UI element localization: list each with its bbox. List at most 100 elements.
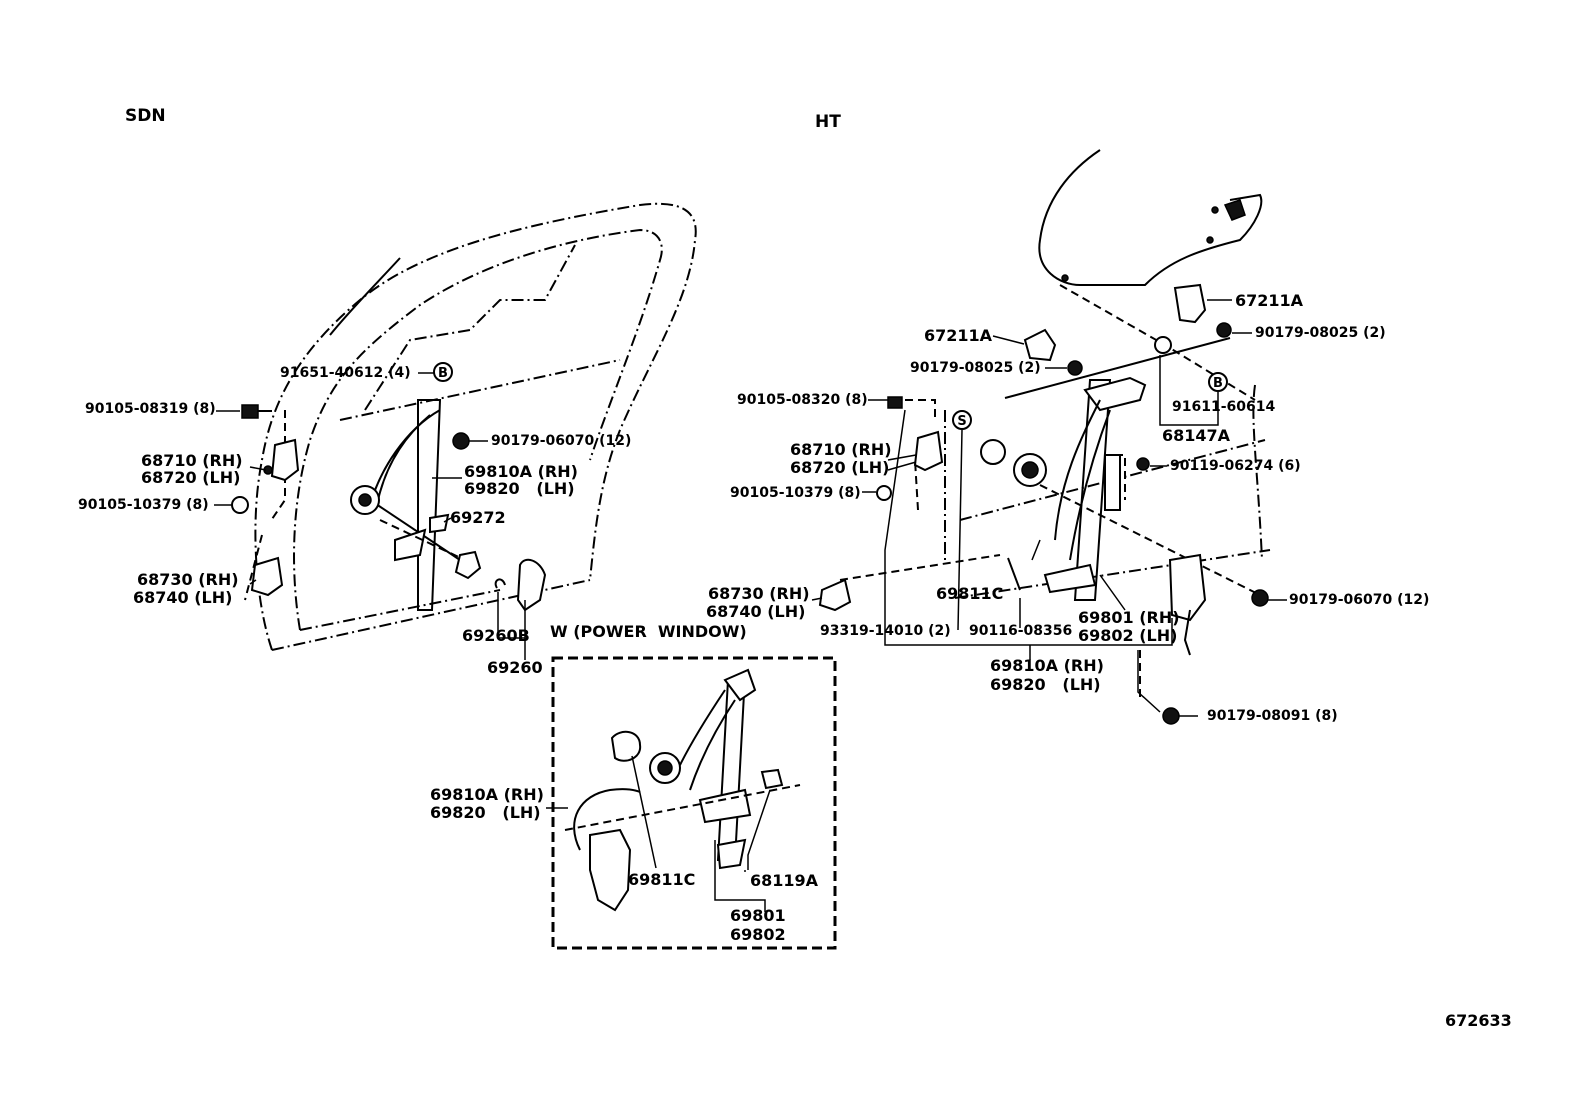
label-ht-69820: 69820 (LH) bbox=[990, 675, 1101, 694]
label-90179-08025-right: 90179-08025 (2) bbox=[1255, 325, 1386, 341]
label-69272: 69272 bbox=[450, 508, 506, 527]
pw-leaders bbox=[546, 755, 771, 912]
sdn-bolt-top bbox=[241, 404, 259, 419]
label-90116-08356: 90116-08356 bbox=[969, 623, 1073, 639]
sdn-clip-69260b bbox=[494, 578, 506, 589]
sdn-door-group: B bbox=[214, 202, 697, 660]
sdn-lower-hinge bbox=[250, 556, 284, 597]
label-90179-08091: 90179-08091 (8) bbox=[1207, 708, 1338, 724]
sdn-marker-b-text: B bbox=[438, 366, 448, 381]
label-90179-06070: 90179-06070 (12) bbox=[491, 433, 632, 449]
sdn-window-pane bbox=[364, 244, 576, 411]
ht-regulator-gear-hub bbox=[1021, 461, 1039, 479]
ht-door-line-upper bbox=[1004, 337, 1231, 399]
pw-bolt-68119a bbox=[760, 768, 784, 790]
label-93319-14010: 93319-14010 (2) bbox=[820, 623, 951, 639]
sdn-dashed-link bbox=[379, 519, 466, 561]
ht-dash-lower bbox=[839, 554, 1001, 581]
ht-marker-s bbox=[952, 410, 972, 430]
label-ht-68710: 68710 (RH) bbox=[790, 440, 892, 459]
sdn-hinge-dash bbox=[244, 410, 286, 601]
ht-marker-s-text: S bbox=[957, 414, 966, 429]
label-pw-68119a: 68119A bbox=[750, 871, 819, 890]
label-69820: 69820 (LH) bbox=[464, 479, 575, 498]
ht-marker-b bbox=[1208, 372, 1228, 392]
ht-marker-b-text: B bbox=[1213, 376, 1223, 391]
pw-motor bbox=[589, 828, 632, 912]
ht-bolt-90105-top bbox=[887, 396, 903, 409]
ht-glass-top bbox=[1038, 149, 1263, 286]
label-ht-69811c: 69811C bbox=[936, 584, 1004, 603]
ht-glass-hole-1 bbox=[1211, 206, 1219, 214]
label-69810a: 69810A (RH) bbox=[464, 462, 578, 481]
label-68740: 68740 (LH) bbox=[133, 588, 233, 607]
ht-nut-90179-left bbox=[1067, 360, 1083, 376]
label-ht-69802: 69802 (LH) bbox=[1078, 626, 1178, 645]
label-90179-08025-left: 90179-08025 (2) bbox=[910, 360, 1041, 376]
ht-door-line-lower bbox=[954, 549, 1271, 599]
sdn-regulator-arm bbox=[369, 409, 441, 506]
label-69260b: 69260B bbox=[462, 626, 530, 645]
ht-67211a-left bbox=[1023, 328, 1057, 362]
pw-cover-69811c bbox=[610, 730, 642, 762]
label-ht-90105-10379: 90105-10379 (8) bbox=[730, 485, 861, 501]
ht-upper-hinge bbox=[913, 430, 944, 472]
section-label-power-window: W (POWER WINDOW) bbox=[550, 622, 747, 641]
label-90105-10379: 90105-10379 (8) bbox=[78, 497, 209, 513]
label-90119-06274: 90119-06274 (6) bbox=[1170, 458, 1301, 474]
diagram-id: 672633 bbox=[1445, 1011, 1512, 1030]
label-90105-08319: 90105-08319 (8) bbox=[85, 401, 216, 417]
ht-motor bbox=[1168, 553, 1207, 622]
power-window-group bbox=[546, 656, 837, 950]
ht-glass-clip bbox=[1223, 199, 1246, 221]
ht-bolt-90105-bottom bbox=[876, 485, 892, 501]
sdn-regulator-rail bbox=[417, 399, 442, 611]
ht-clip-68147a bbox=[1154, 336, 1172, 354]
label-pw-69810a: 69810A (RH) bbox=[430, 785, 544, 804]
label-67211a-right: 67211A bbox=[1235, 291, 1304, 310]
label-ht-69810a: 69810A (RH) bbox=[990, 656, 1104, 675]
sdn-upper-hinge bbox=[270, 438, 300, 482]
label-67211a-left: 67211A bbox=[924, 326, 993, 345]
label-68730: 68730 (RH) bbox=[137, 570, 239, 589]
label-ht-68720: 68720 (LH) bbox=[790, 458, 890, 477]
sdn-marker-b bbox=[433, 362, 453, 382]
label-ht-68730: 68730 (RH) bbox=[708, 584, 810, 603]
ht-glass-hole-3 bbox=[1061, 274, 1069, 282]
label-ht-69801: 69801 (RH) bbox=[1078, 608, 1180, 627]
sdn-regulator-clip bbox=[429, 513, 450, 534]
label-pw-69801: 69801 bbox=[730, 906, 786, 925]
label-68710: 68710 (RH) bbox=[141, 451, 243, 470]
sdn-window-line bbox=[339, 359, 621, 421]
pw-motor-cable bbox=[573, 788, 641, 851]
pw-dash bbox=[564, 784, 801, 831]
label-91611-60614: 91611-60614 bbox=[1172, 399, 1276, 415]
label-69260: 69260 bbox=[487, 658, 543, 677]
sdn-nut-69272 bbox=[454, 550, 482, 580]
ht-dash-hinge bbox=[905, 399, 936, 511]
power-window-box bbox=[551, 656, 837, 950]
ht-door-group: B S bbox=[811, 149, 1287, 725]
label-pw-69811c: 69811C bbox=[628, 870, 696, 889]
label-ht-90179-06070: 90179-06070 (12) bbox=[1289, 592, 1430, 608]
sdn-nut-90179 bbox=[452, 432, 470, 450]
ht-motor-cable bbox=[1183, 609, 1191, 656]
ht-regulator-arm bbox=[1054, 399, 1111, 561]
label-91651-40612: 91651-40612 (4) bbox=[280, 365, 411, 381]
ht-regulator-rail-1 bbox=[1073, 379, 1112, 601]
ht-nut-90179-right bbox=[1216, 322, 1232, 338]
pw-regulator-arm bbox=[679, 689, 736, 791]
pw-regulator-gear-hub bbox=[657, 760, 673, 776]
label-68720: 68720 (LH) bbox=[141, 468, 241, 487]
ht-regulator-lower bbox=[1043, 563, 1097, 594]
ht-dash-to-motor bbox=[1039, 484, 1261, 596]
ht-67211a-right bbox=[1173, 283, 1207, 324]
ht-leaders bbox=[811, 299, 1287, 717]
ht-regulator-top bbox=[1083, 376, 1147, 412]
sdn-regulator-gear-hub bbox=[358, 493, 372, 507]
ht-lower-hinge bbox=[818, 578, 852, 612]
label-pw-69802: 69802 bbox=[730, 925, 786, 944]
ht-glass-hole-2 bbox=[1206, 236, 1214, 244]
ht-bolt-90119 bbox=[1136, 457, 1150, 471]
sdn-bolt-bottom bbox=[231, 496, 249, 514]
